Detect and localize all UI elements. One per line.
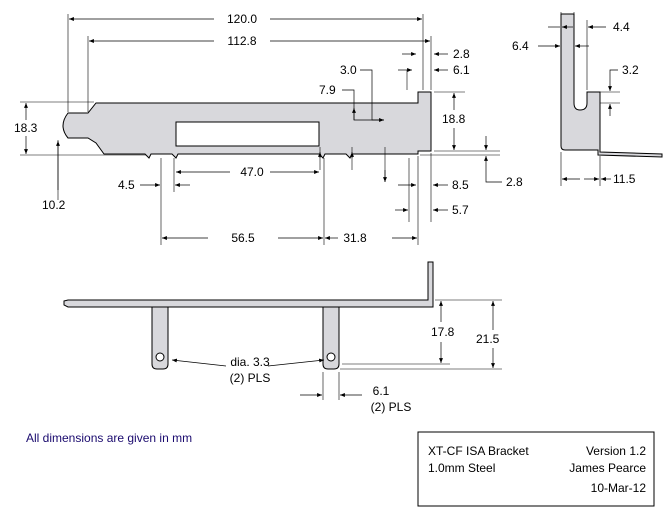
dim-2-8-top: 2.8	[453, 47, 470, 61]
dim-6-1: 6.1	[453, 63, 470, 77]
dim-4-5: 4.5	[118, 178, 135, 192]
dim-4-4: 4.4	[613, 20, 630, 34]
dim-8-5: 8.5	[452, 178, 469, 192]
front-view: 120.0 112.8 2.8 6.1 3.0 7.9 18.3 18.8 10…	[14, 12, 523, 245]
left-tab	[151, 306, 169, 370]
dim-21-5: 21.5	[476, 332, 500, 346]
right-tab	[322, 306, 340, 370]
right-hole	[326, 352, 336, 362]
end-profile	[560, 13, 663, 158]
dim-47-0: 47.0	[240, 165, 264, 179]
dim-tab-to-end: 112.8	[227, 34, 256, 48]
title-block-version: Version 1.2	[586, 444, 646, 458]
title-block-date: 10-Mar-12	[591, 481, 647, 495]
dim-hole-qty: (2) PLS	[230, 371, 271, 385]
left-hole	[155, 352, 165, 362]
card-slot-window	[175, 121, 320, 147]
dim-56-5: 56.5	[231, 231, 255, 245]
dim-3-0: 3.0	[340, 63, 357, 77]
top-flange	[63, 261, 434, 308]
dim-18-3: 18.3	[14, 121, 38, 135]
title-block: XT-CF ISA Bracket 1.0mm Steel Version 1.…	[417, 431, 655, 507]
dim-5-7: 5.7	[452, 203, 469, 217]
top-view: 17.8 21.5 dia. 3.3 (2) PLS 6.1 (2) PLS	[63, 261, 502, 414]
dim-7-9: 7.9	[319, 83, 336, 97]
dim-10-2: 10.2	[42, 198, 66, 212]
dim-17-8: 17.8	[431, 325, 455, 339]
dim-2-8-side: 2.8	[506, 175, 523, 189]
dim-hole-dia: dia. 3.3	[230, 355, 270, 369]
dim-tab-width: 6.1	[373, 384, 390, 398]
title-block-title: XT-CF ISA Bracket	[428, 444, 529, 458]
end-view: 6.4 4.4 3.2 11.5	[512, 12, 663, 186]
title-block-author: James Pearce	[569, 461, 646, 475]
dim-11-5: 11.5	[613, 172, 636, 186]
dim-3-2: 3.2	[622, 63, 639, 77]
dim-overall-length: 120.0	[227, 12, 257, 26]
dim-6-4: 6.4	[512, 39, 529, 53]
title-block-material: 1.0mm Steel	[428, 461, 495, 475]
dim-31-8: 31.8	[343, 231, 367, 245]
dim-18-8: 18.8	[442, 112, 466, 126]
dim-tab-width-qty: (2) PLS	[371, 400, 412, 414]
units-note: All dimensions are given in mm	[26, 431, 192, 445]
